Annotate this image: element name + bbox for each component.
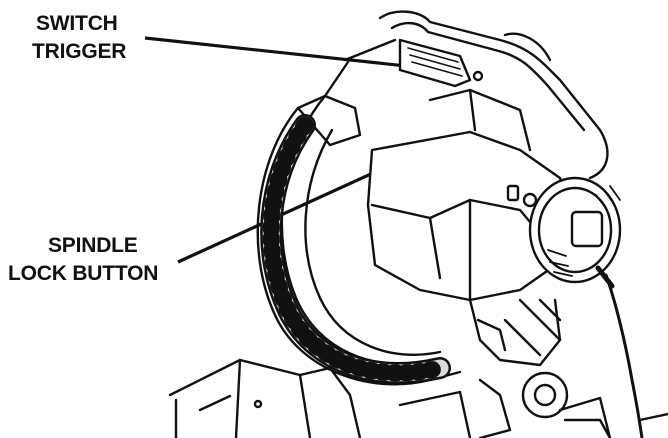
saw-base <box>168 358 668 438</box>
handle <box>378 10 609 180</box>
label-switch-trigger: SWITCH TRIGGER <box>32 12 127 63</box>
label-spindle-lock-line2: LOCK BUTTON <box>8 262 158 285</box>
label-spindle-lock: SPINDLE LOCK BUTTON <box>8 234 158 285</box>
motor-housing <box>366 130 622 302</box>
saw-blade <box>260 114 451 384</box>
power-cord <box>604 273 644 438</box>
label-switch-trigger-line2: TRIGGER <box>32 40 126 63</box>
label-spindle-lock-line1: SPINDLE <box>48 234 138 257</box>
blade-guard-outer <box>256 106 462 386</box>
miter-saw-illustration <box>168 10 668 438</box>
label-switch-trigger-line1: SWITCH <box>36 12 118 35</box>
pivot-arm <box>468 298 612 438</box>
